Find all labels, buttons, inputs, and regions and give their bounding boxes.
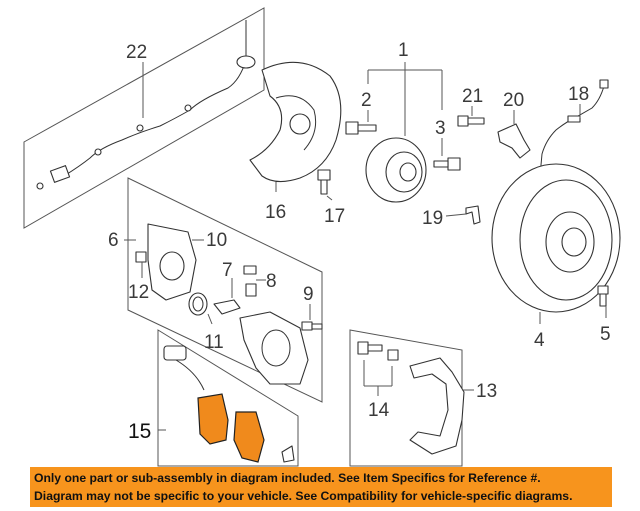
bolt-5 <box>597 285 609 307</box>
callout-11: 11 <box>204 332 224 353</box>
callout-18: 18 <box>568 84 589 105</box>
callout-2: 2 <box>361 90 372 111</box>
seal-ring <box>188 292 208 316</box>
callout-1: 1 <box>398 40 409 61</box>
callout-19: 19 <box>422 208 443 229</box>
callout-10: 10 <box>206 230 227 251</box>
brake-pad-set <box>163 345 295 463</box>
callout-4: 4 <box>534 330 545 351</box>
disclaimer-banner: Only one part or sub-assembly in diagram… <box>30 467 612 507</box>
caliper-housing <box>147 223 197 301</box>
guide-pin <box>213 299 241 315</box>
spring-clip <box>409 357 465 455</box>
callout-20: 20 <box>503 90 524 111</box>
callout-9: 9 <box>303 284 314 305</box>
brake-pad-inner <box>197 393 229 445</box>
bolt-12 <box>135 251 147 263</box>
callout-16: 16 <box>265 202 286 223</box>
callout-21: 21 <box>462 86 483 107</box>
callout-5: 5 <box>600 324 611 345</box>
splash-shield <box>249 61 342 183</box>
bolt-21 <box>457 115 485 127</box>
brake-rotor <box>491 163 621 313</box>
boot-8 <box>243 265 257 297</box>
hub-bearing <box>365 137 427 203</box>
caliper-bracket <box>239 311 309 385</box>
callout-15: 15 <box>128 420 151 443</box>
bolt-14 <box>357 341 399 361</box>
disclaimer-line-1: Only one part or sub-assembly in diagram… <box>34 471 541 485</box>
bolt-3 <box>433 157 461 171</box>
callout-7: 7 <box>222 260 233 281</box>
callout-13: 13 <box>476 381 497 402</box>
callout-14: 14 <box>368 400 390 421</box>
sensor-wire-panel <box>23 7 265 229</box>
callout-17: 17 <box>324 206 345 227</box>
bolt-2 <box>345 121 377 135</box>
disclaimer-line-2: Diagram may not be specific to your vehi… <box>34 489 573 503</box>
brake-pad-panel <box>157 329 299 467</box>
abs-sensor <box>497 123 531 159</box>
bolt-9 <box>301 321 323 331</box>
bolt-17 <box>317 169 331 195</box>
callout-12: 12 <box>128 282 149 303</box>
callout-22: 22 <box>126 42 147 63</box>
callout-6: 6 <box>108 230 119 251</box>
brake-pad-outer <box>233 411 265 463</box>
abs-sensor-wire <box>36 20 256 190</box>
clip-19 <box>465 205 481 225</box>
sensor-wire-18 <box>539 79 609 177</box>
callout-8: 8 <box>266 271 277 292</box>
callout-3: 3 <box>435 118 446 139</box>
